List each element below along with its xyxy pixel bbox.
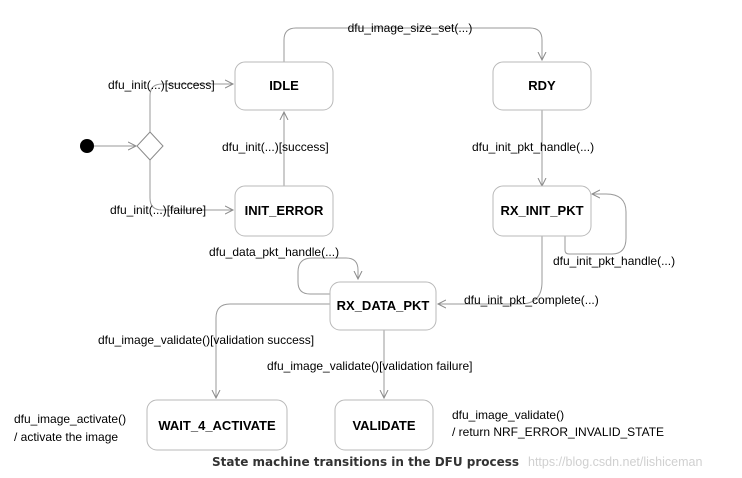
diagram-caption: State machine transitions in the DFU pro… (212, 455, 519, 469)
state-rx-data-pkt-label: RX_DATA_PKT (337, 298, 430, 313)
label-image-size-set: dfu_image_size_set(...) (348, 21, 473, 35)
edge-choice-to-idle (149, 84, 233, 132)
state-rx-init-pkt: RX_INIT_PKT (492, 185, 592, 237)
state-idle-label: IDLE (269, 78, 299, 93)
edge-rx-init-pkt-to-rx-data-pkt (438, 236, 543, 304)
choice-node (136, 131, 164, 161)
label-data-pkt-handle: dfu_data_pkt_handle(...) (209, 245, 339, 259)
label-validate-failure: dfu_image_validate()[validation failure] (267, 359, 472, 373)
state-idle: IDLE (234, 61, 334, 111)
note-invalid-line1: dfu_image_validate() (452, 408, 564, 422)
state-rdy: RDY (492, 61, 592, 111)
edge-rx-init-pkt-self-loop (564, 194, 627, 255)
note-activate-line2: / activate the image (14, 430, 118, 444)
state-rdy-label: RDY (528, 78, 556, 93)
watermark-url: https://blog.csdn.net/lishiceman (528, 455, 702, 469)
label-init-success-mid: dfu_init(...)[success] (222, 140, 329, 154)
label-init-failure: dfu_init(...)[failure] (110, 203, 206, 217)
label-validate-success: dfu_image_validate()[validation success] (98, 333, 314, 347)
edge-choice-to-init-error (149, 160, 233, 210)
label-init-pkt-complete: dfu_init_pkt_complete(...) (464, 293, 599, 307)
state-validate: VALIDATE (334, 399, 434, 451)
note-activate-line1: dfu_image_activate() (14, 412, 126, 426)
edge-rx-data-pkt-self-loop (297, 257, 358, 295)
state-rx-init-pkt-label: RX_INIT_PKT (500, 203, 583, 218)
edge-idle-to-rdy (283, 27, 542, 62)
state-validate-label: VALIDATE (352, 418, 415, 433)
state-wait-4-activate: WAIT_4_ACTIVATE (146, 399, 288, 451)
state-wait-4-activate-label: WAIT_4_ACTIVATE (158, 418, 276, 433)
label-init-success-top: dfu_init(...)[success] (108, 78, 215, 92)
label-init-pkt-handle: dfu_init_pkt_handle(...) (472, 140, 594, 154)
edge-rx-data-pkt-to-wait-4-activate (216, 303, 330, 398)
state-init-error-label: INIT_ERROR (245, 203, 324, 218)
initial-node (80, 139, 94, 153)
state-rx-data-pkt: RX_DATA_PKT (329, 281, 437, 331)
label-init-pkt-handle-self: dfu_init_pkt_handle(...) (553, 254, 675, 268)
note-invalid-line2: / return NRF_ERROR_INVALID_STATE (452, 425, 664, 439)
state-init-error: INIT_ERROR (234, 185, 334, 237)
